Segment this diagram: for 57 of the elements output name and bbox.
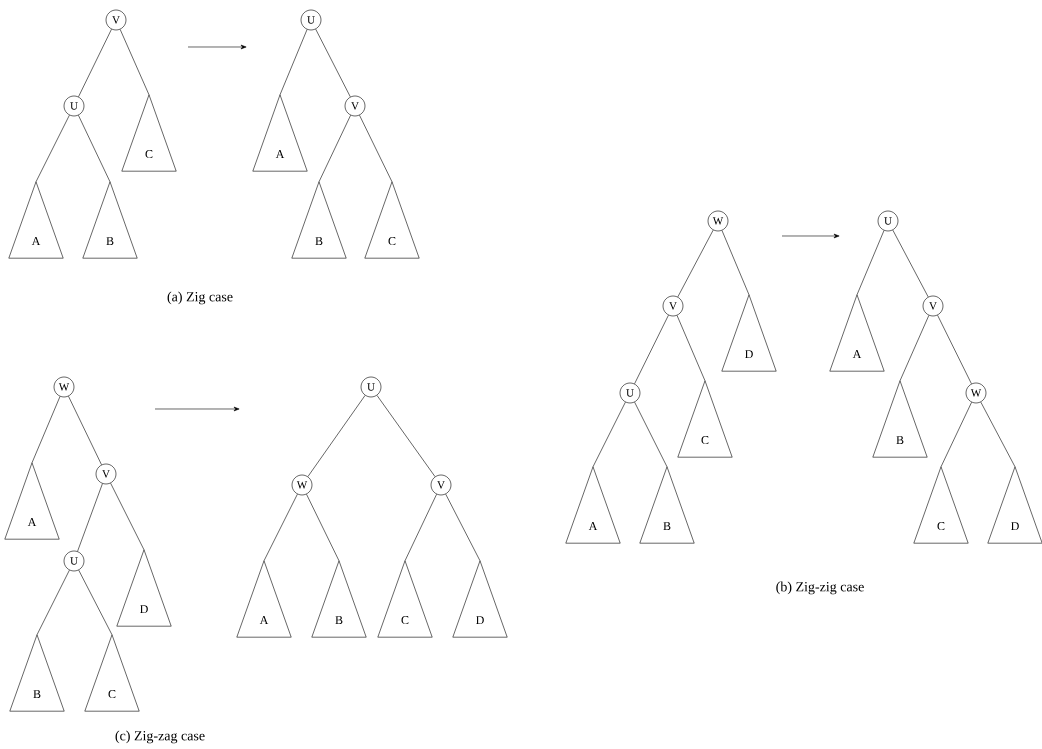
tree-edge <box>318 115 351 183</box>
tree-edge <box>445 493 481 562</box>
subtree-triangle: B <box>9 634 65 712</box>
tree-edge <box>899 315 930 382</box>
tree-edge <box>78 28 112 98</box>
subtree-triangle: A <box>252 94 308 172</box>
subtree-triangle: C <box>377 560 433 638</box>
subtree-triangle: D <box>452 560 508 638</box>
tree-edge <box>306 493 340 562</box>
subtree-triangle: B <box>872 380 928 458</box>
tree-edge <box>592 401 626 468</box>
subtree-triangle: B <box>311 560 367 638</box>
subtree-triangle: C <box>121 94 177 172</box>
tree-edge <box>677 229 714 298</box>
subtree-triangle: C <box>677 380 733 458</box>
subtree-triangle: D <box>116 549 172 627</box>
subtree-triangle: A <box>565 466 621 544</box>
subtree-triangle: B <box>639 466 695 544</box>
tree-edge <box>937 314 972 385</box>
subtree-triangle: B <box>291 181 347 259</box>
tree-edge <box>404 494 437 562</box>
tree-edge <box>36 569 70 636</box>
tree-edge <box>77 483 103 552</box>
tree-edge <box>307 395 366 477</box>
tree-edge <box>78 115 111 183</box>
tree-edge <box>315 28 351 98</box>
tree-edge <box>359 114 393 183</box>
tree-edge <box>980 401 1016 468</box>
tree-edge <box>263 493 298 562</box>
subtree-triangle: A <box>4 462 60 540</box>
subtree-triangle: C <box>913 466 969 544</box>
tree-edge <box>856 230 885 296</box>
subtree-triangle: A <box>236 560 292 638</box>
tree-edge <box>892 229 929 298</box>
caption: (c) Zig-zag case <box>115 730 205 744</box>
tree-edge <box>634 401 668 468</box>
subtree-triangle: C <box>84 634 140 712</box>
tree-edge <box>376 395 436 477</box>
tree-edge <box>279 29 308 96</box>
tree-edge <box>940 402 972 468</box>
tree-edge <box>119 29 150 96</box>
tree-edge <box>110 482 145 551</box>
subtree-triangle: A <box>8 181 64 259</box>
tree-edge <box>676 315 706 382</box>
tree-edge <box>634 314 669 385</box>
subtree-triangle: A <box>829 294 885 372</box>
caption: (a) Zig case <box>167 291 233 305</box>
subtree-triangle: D <box>987 466 1042 544</box>
subtree-triangle: B <box>82 181 138 259</box>
tree-edge <box>78 569 113 636</box>
subtree-triangle: C <box>364 181 420 259</box>
tree-edge <box>35 114 70 183</box>
tree-edge <box>721 230 750 296</box>
tree-edge <box>68 395 102 466</box>
subtree-triangle: D <box>721 294 777 372</box>
tree-edge <box>31 396 61 464</box>
caption: (b) Zig-zig case <box>776 581 864 595</box>
